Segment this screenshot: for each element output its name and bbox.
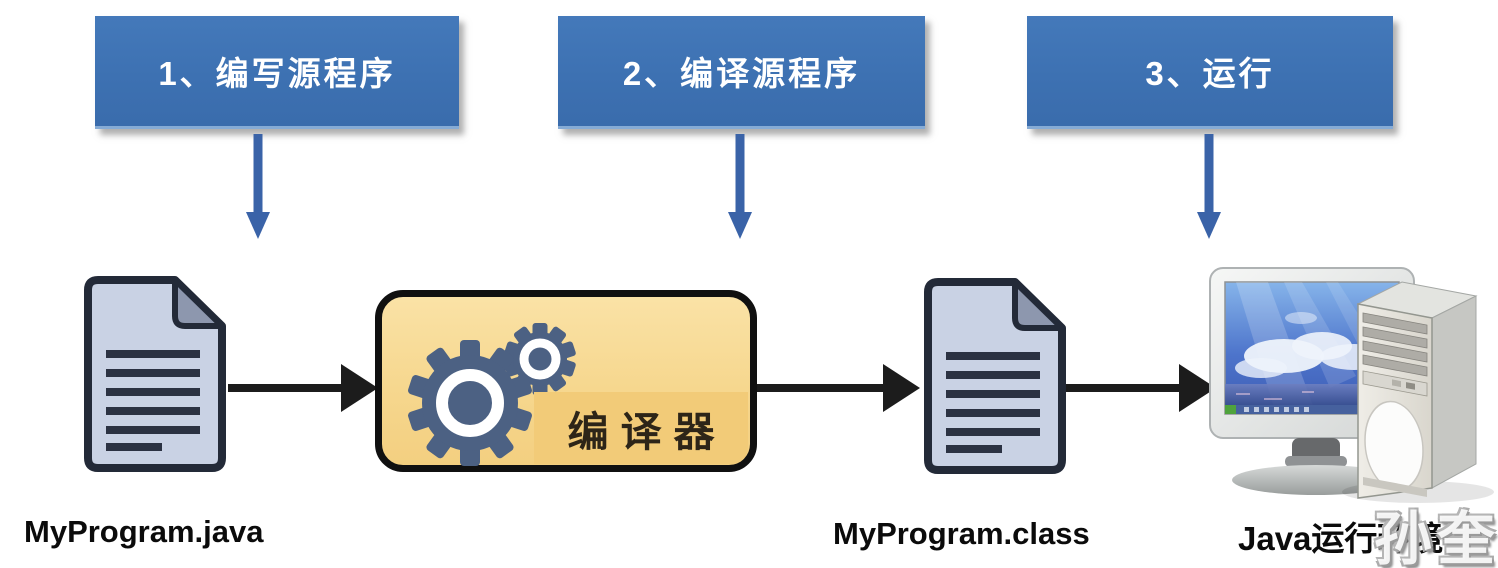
tower: [1342, 281, 1494, 503]
step-banner-compile-source-label: 2、编译源程序: [622, 55, 861, 92]
arrow-down-icon: [246, 134, 270, 239]
arrow-right-icon: [228, 364, 378, 412]
document-text-lines: [946, 352, 1040, 453]
arrow-right-icon: [1066, 364, 1216, 412]
step-banner-write-source-label: 1、编写源程序: [158, 55, 396, 92]
compiler-label-panel: 编译器: [534, 392, 748, 464]
step-banner-run-label: 3、运行: [1145, 55, 1275, 92]
source-file-label: MyProgram.java: [24, 514, 264, 549]
arrow-down-icon: [728, 134, 752, 239]
gears-icon: [408, 323, 576, 466]
watermark-text: 孙奎哥: [1374, 507, 1498, 568]
step-banner-write-source: 1、编写源程序: [95, 16, 459, 129]
compiler-box: 编译器: [375, 290, 757, 472]
class-file-label: MyProgram.class: [833, 516, 1090, 551]
document-text-lines: [106, 350, 200, 451]
arrow-down-icon: [1197, 134, 1221, 239]
step-banner-run: 3、运行: [1027, 16, 1393, 129]
step-banner-compile-source: 2、编译源程序: [558, 16, 925, 129]
computer-icon: [1209, 267, 1494, 503]
arrow-right-icon: [757, 364, 920, 412]
source-document-icon: [84, 276, 226, 472]
runtime-label: Java运行环境: [1238, 520, 1444, 557]
compiler-label: 编译器: [567, 409, 727, 455]
tower-front-details: [1362, 312, 1428, 498]
class-document-icon: [924, 278, 1066, 474]
